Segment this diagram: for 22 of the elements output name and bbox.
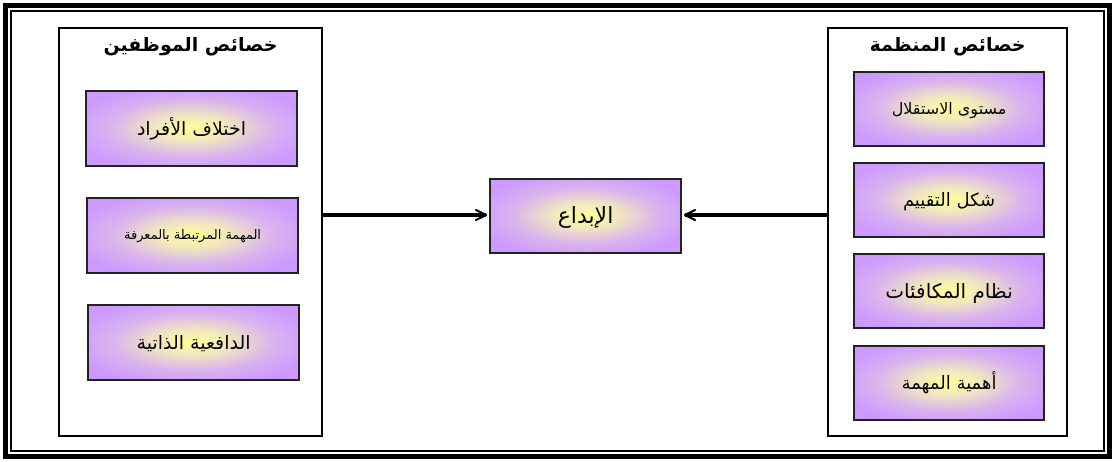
box-label: نظام المكافئات <box>885 278 1013 304</box>
group-panel <box>827 27 1068 437</box>
arrow <box>684 209 827 221</box>
process-box <box>853 162 1045 238</box>
group-heading: خصائص المنظمة <box>869 33 1026 57</box>
process-box <box>853 71 1045 147</box>
box-label: الدافعية الذاتية <box>136 330 251 355</box>
process-box <box>85 90 298 167</box>
group-heading: خصائص الموظفين <box>103 33 278 57</box>
box-label: اختلاف الأفراد <box>136 116 247 141</box>
process-box <box>86 197 299 274</box>
box-label: شكل التقييم <box>902 188 996 212</box>
group-panel <box>58 27 323 437</box>
box-label: الإبداع <box>557 202 614 230</box>
process-box <box>853 345 1045 421</box>
box-label: المهمة المرتبطة بالمعرفة <box>124 227 261 244</box>
arrow <box>323 209 487 221</box>
box-label: أهمية المهمة <box>901 371 997 395</box>
process-box <box>489 178 682 254</box>
process-box <box>87 304 300 381</box>
box-label: مستوى الاستقلال <box>891 99 1007 119</box>
process-box <box>853 253 1045 329</box>
